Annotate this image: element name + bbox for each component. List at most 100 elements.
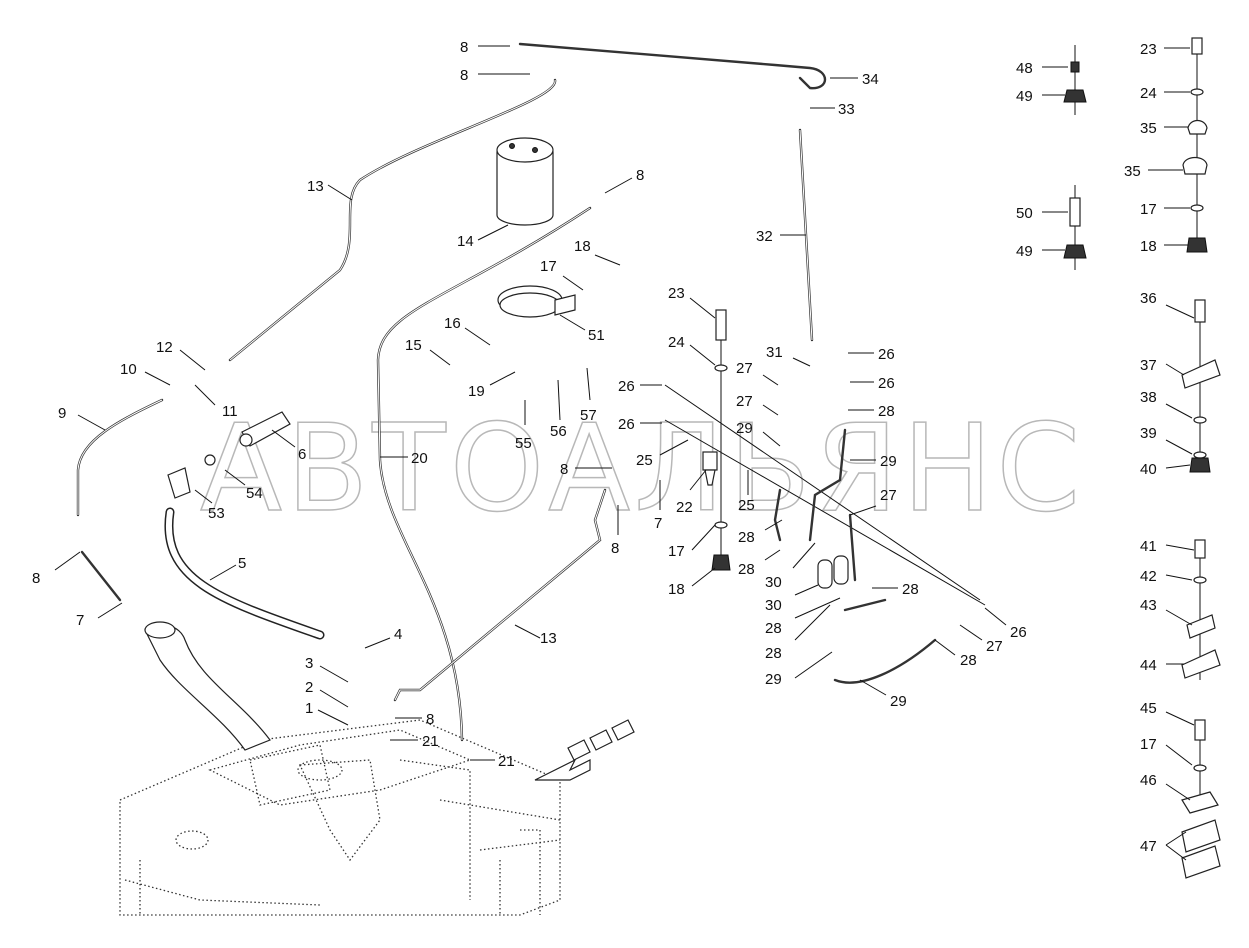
callout-label: 28 <box>765 645 782 662</box>
callout-label: 29 <box>890 693 907 710</box>
callout-label: 8 <box>32 570 40 587</box>
callout-label: 26 <box>878 375 895 392</box>
callout-label: 45 <box>1140 700 1157 717</box>
callout-label: 25 <box>738 497 755 514</box>
callout-label: 24 <box>668 334 685 351</box>
callout-label: 36 <box>1140 290 1157 307</box>
callout-label: 18 <box>1140 238 1157 255</box>
callout-label: 21 <box>422 733 439 750</box>
callout-label: 28 <box>738 561 755 578</box>
callout-label: 19 <box>468 383 485 400</box>
callout-label: 28 <box>902 581 919 598</box>
mounting-clamp <box>497 285 576 318</box>
callout-labels: 8 8 34 33 32 13 14 8 18 17 51 16 15 19 5… <box>32 39 1195 861</box>
direction-arrow <box>534 719 635 781</box>
callout-label: 17 <box>540 258 557 275</box>
hardware-column-b <box>1181 37 1221 879</box>
callout-label: 35 <box>1140 120 1157 137</box>
callout-label: 2 <box>305 679 313 696</box>
callout-label: 26 <box>618 378 635 395</box>
callout-label: 15 <box>405 337 422 354</box>
callout-label: 16 <box>444 315 461 332</box>
callout-label: 49 <box>1016 88 1033 105</box>
callout-label: 42 <box>1140 568 1157 585</box>
callout-label: 56 <box>550 423 567 440</box>
callout-label: 38 <box>1140 389 1157 406</box>
watermark-text: АВТОАЛЬЯНС <box>200 400 1084 539</box>
callout-label: 9 <box>58 405 66 422</box>
center-stud <box>711 309 731 571</box>
callout-label: 31 <box>766 344 783 361</box>
callout-label: 47 <box>1140 838 1157 855</box>
callout-label: 10 <box>120 361 137 378</box>
callout-label: 49 <box>1016 243 1033 260</box>
callout-label: 7 <box>654 515 662 532</box>
callout-label: 26 <box>1010 624 1027 641</box>
callout-label: 46 <box>1140 772 1157 789</box>
callout-label: 8 <box>460 67 468 84</box>
callout-label: 39 <box>1140 425 1157 442</box>
callout-label: 8 <box>611 540 619 557</box>
callout-label: 18 <box>574 238 591 255</box>
return-hose <box>164 507 325 640</box>
fitting-block <box>167 411 291 499</box>
callout-label: 27 <box>736 393 753 410</box>
callout-label: 28 <box>878 403 895 420</box>
filler-neck <box>144 621 271 751</box>
callout-label: 8 <box>426 711 434 728</box>
fuel-tank <box>119 719 561 916</box>
callout-label: 24 <box>1140 85 1157 102</box>
callout-label: 25 <box>636 452 653 469</box>
callout-label: 3 <box>305 655 313 672</box>
callout-label: 22 <box>676 499 693 516</box>
callout-label: 27 <box>736 360 753 377</box>
callout-label: 54 <box>246 485 263 502</box>
callout-label: 48 <box>1016 60 1033 77</box>
callout-label: 6 <box>298 446 306 463</box>
callout-label: 29 <box>736 420 753 437</box>
callout-label: 20 <box>411 450 428 467</box>
callout-label: 14 <box>457 233 474 250</box>
callout-label: 21 <box>498 753 515 770</box>
callout-label: 30 <box>765 597 782 614</box>
callout-label: 7 <box>76 612 84 629</box>
callout-label: 44 <box>1140 657 1157 674</box>
callout-label: 23 <box>1140 41 1157 58</box>
callout-label: 23 <box>668 285 685 302</box>
small-lines <box>664 384 986 684</box>
callout-label: 1 <box>305 700 313 717</box>
callout-label: 8 <box>460 39 468 56</box>
callout-label: 28 <box>765 620 782 637</box>
pipes <box>76 42 827 742</box>
callout-label: 33 <box>838 101 855 118</box>
callout-label: 32 <box>756 228 773 245</box>
callout-label: 8 <box>560 461 568 478</box>
callout-label: 30 <box>765 574 782 591</box>
callout-label: 28 <box>960 652 977 669</box>
callout-label: 11 <box>222 403 238 420</box>
cylinders <box>817 555 849 589</box>
callout-label: 5 <box>238 555 246 572</box>
callout-label: 53 <box>208 505 225 522</box>
callout-label: 50 <box>1016 205 1033 222</box>
callout-label: 18 <box>668 581 685 598</box>
callout-label: 27 <box>880 487 897 504</box>
callout-label: 35 <box>1124 163 1141 180</box>
callout-label: 27 <box>986 638 1003 655</box>
callout-label: 43 <box>1140 597 1157 614</box>
valve-assembly <box>702 451 718 486</box>
callout-label: 28 <box>738 529 755 546</box>
callout-label: 17 <box>1140 736 1157 753</box>
callout-label: 13 <box>307 178 324 195</box>
callout-label: 41 <box>1140 538 1157 555</box>
callout-label: 55 <box>515 435 532 452</box>
callout-label: 34 <box>862 71 879 88</box>
callout-label: 26 <box>618 416 635 433</box>
hardware-column-a <box>1063 45 1087 270</box>
callout-label: 51 <box>588 327 605 344</box>
callout-label: 40 <box>1140 461 1157 478</box>
callout-label: 26 <box>878 346 895 363</box>
callout-label: 17 <box>668 543 685 560</box>
callout-label: 4 <box>394 626 402 643</box>
